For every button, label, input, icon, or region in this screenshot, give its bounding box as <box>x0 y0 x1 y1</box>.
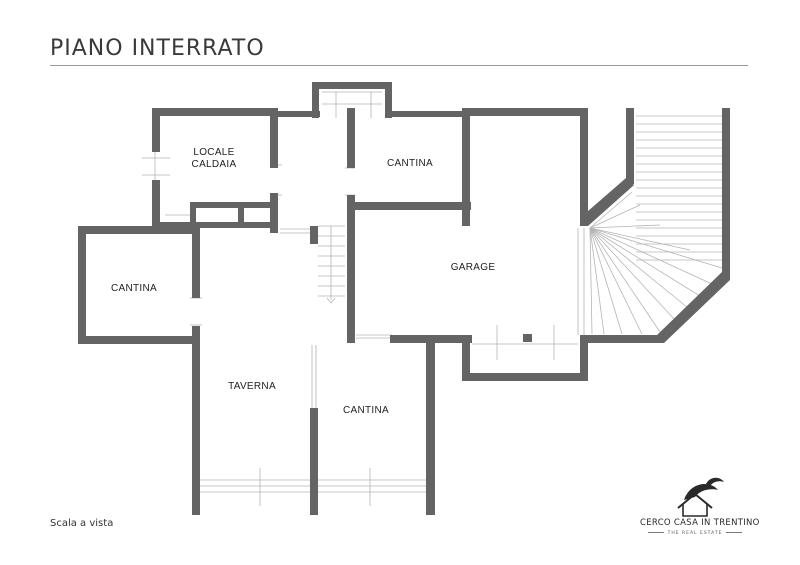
house-logo-icon <box>677 477 724 517</box>
room-label-cantina-bottom: CANTINA <box>343 405 389 416</box>
brand-name: CERCO CASA IN TRENTINO <box>640 518 760 528</box>
brand-tagline: THE REAL ESTATE <box>640 531 750 536</box>
room-label-garage: GARAGE <box>451 262 496 273</box>
room-label-locale-caldaia-line1: LOCALE <box>193 147 234 158</box>
title-divider <box>50 65 748 66</box>
brand-logo: CERCO CASA IN TRENTINO THE REAL ESTATE <box>640 470 760 550</box>
room-label-cantina-left: CANTINA <box>111 283 157 294</box>
plan-thin-lines <box>142 91 723 506</box>
scale-note: Scala a vista <box>50 518 114 529</box>
room-label-cantina-top: CANTINA <box>387 158 433 169</box>
page-title: PIANO INTERRATO <box>50 36 265 61</box>
room-label-locale-caldaia-line2: CALDAIA <box>192 159 237 170</box>
plan-walls <box>78 82 730 515</box>
room-label-taverna: TAVERNA <box>228 381 276 392</box>
